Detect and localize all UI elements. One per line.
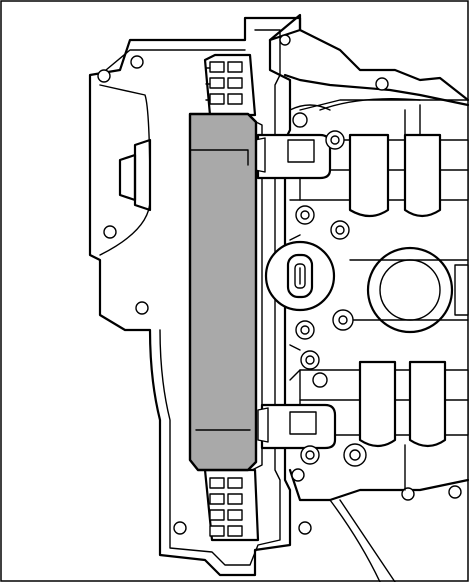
highlighted-chain-guide	[188, 112, 258, 472]
timing-chain-bottom	[203, 468, 260, 542]
timing-case-outline	[88, 16, 302, 577]
case-bolt-holes	[97, 34, 462, 535]
timing-chain-top	[203, 53, 257, 117]
lower-solenoid	[257, 403, 337, 450]
cylinder-head	[268, 13, 469, 582]
spark-plug-well	[349, 246, 469, 334]
head-edge	[289, 104, 421, 491]
timing-case-inner	[159, 29, 281, 566]
crank-hub	[118, 138, 152, 212]
upper-solenoid	[254, 133, 332, 180]
cam-sensor-connector	[264, 240, 336, 312]
head-bolts	[292, 112, 367, 467]
